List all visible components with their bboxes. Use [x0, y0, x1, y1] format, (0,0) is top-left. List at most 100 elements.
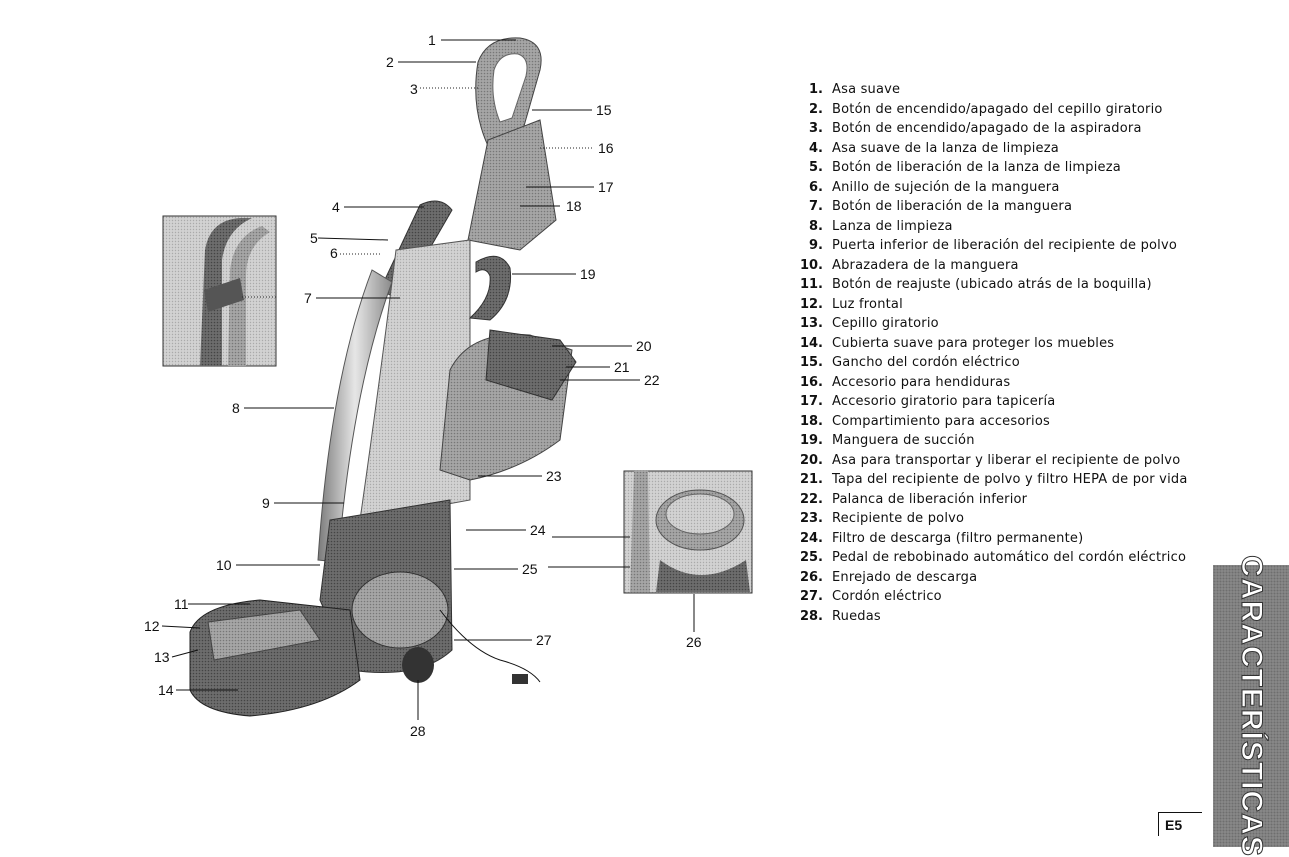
- part-number: 15.: [799, 355, 823, 370]
- part-number: 8.: [809, 218, 823, 234]
- list-item: 19.Manguera de succión: [795, 431, 1205, 451]
- callout-18: 18: [566, 198, 582, 214]
- part-number: 11.: [799, 277, 823, 292]
- list-item: 26.Enrejado de descarga: [795, 568, 1205, 588]
- part-number: 22.: [799, 491, 823, 507]
- part-label: Filtro de descarga (filtro permanente): [832, 530, 1084, 546]
- part-label: Lanza de limpieza: [832, 218, 953, 234]
- part-number: 2.: [809, 101, 823, 117]
- part-label: Compartimiento para accesorios: [832, 413, 1050, 429]
- callout-23: 23: [546, 468, 562, 484]
- part-number: 10.: [799, 257, 823, 273]
- callout-8: 8: [232, 400, 240, 416]
- part-label: Accesorio giratorio para tapicería: [832, 394, 1056, 409]
- list-item: 23.Recipiente de polvo: [795, 509, 1205, 529]
- callout-11: 11: [174, 596, 189, 612]
- list-item: 1. Asa suave: [795, 80, 1205, 100]
- callout-15: 15: [596, 102, 612, 118]
- leader-lines: [161, 39, 695, 720]
- part-number: 17.: [799, 394, 823, 409]
- list-item: 21. Tapa del recipiente de polvo y filtro…: [795, 470, 1205, 490]
- list-item: 2.Botón de encendido/apagado del cepillo…: [795, 100, 1205, 120]
- part-number: 3.: [809, 121, 823, 136]
- list-item: 12. Luz frontal: [795, 295, 1205, 315]
- part-label: Botón de encendido/apagado de la aspirad…: [832, 121, 1142, 136]
- callout-12: 12: [144, 618, 160, 634]
- vacuum-illustration: [189, 37, 577, 717]
- list-item: 3. Botón de encendido/apagado de la aspir…: [795, 119, 1205, 139]
- part-number: 23.: [799, 511, 823, 526]
- callout-13: 13: [154, 649, 170, 665]
- list-item: 11. Botón de reajuste (ubicado atrás de l…: [795, 275, 1205, 295]
- callout-26: 26: [686, 634, 702, 650]
- part-label: Asa suave de la lanza de limpieza: [832, 140, 1059, 156]
- section-tab: CARACTERÍSTICAS: [1213, 555, 1289, 857]
- callout-10: 10: [216, 557, 232, 573]
- vacuum-diagram: 1 2 3 4 5 6 7 8 9 10 11 12 13 14 15 16 1…: [144, 32, 753, 739]
- part-label: Palanca de liberación inferior: [832, 491, 1028, 507]
- callout-25: 25: [522, 561, 538, 577]
- part-label: Luz frontal: [832, 296, 903, 312]
- callout-20: 20: [636, 338, 652, 354]
- part-label: Cubierta suave para proteger los muebles: [832, 335, 1115, 351]
- part-label: Asa suave: [832, 82, 901, 97]
- part-label: Manguera de succión: [832, 433, 975, 448]
- part-label: Accesorio para hendiduras: [832, 374, 1011, 390]
- callout-2: 2: [386, 54, 394, 70]
- part-label: Botón de liberación de la lanza de limpi…: [832, 160, 1121, 175]
- part-number: 12.: [799, 296, 823, 312]
- callout-7: 7: [304, 290, 312, 306]
- list-item: 28.Ruedas: [795, 607, 1205, 627]
- callout-22: 22: [644, 372, 660, 388]
- page-number: E5: [1158, 812, 1202, 836]
- list-item: 22. Palanca de liberación inferior: [795, 490, 1205, 510]
- list-item: 7.Botón de liberación de la manguera: [795, 197, 1205, 217]
- callout-17: 17: [598, 179, 614, 195]
- part-label: Abrazadera de la manguera: [832, 257, 1019, 273]
- part-label: Cepillo giratorio: [832, 316, 939, 331]
- callout-3: 3: [410, 81, 418, 97]
- list-item: 16.Accesorio para hendiduras: [795, 373, 1205, 393]
- part-number: 27.: [799, 589, 823, 604]
- part-label: Asa para transportar y liberar el recipi…: [832, 452, 1181, 468]
- part-number: 21.: [799, 472, 823, 487]
- part-number: 25.: [799, 550, 823, 565]
- list-item: 14. Cubierta suave para proteger los mueb…: [795, 334, 1205, 354]
- part-number: 5.: [809, 160, 823, 175]
- inset-exhaust-grill: [623, 470, 753, 594]
- part-label: Puerta inferior de liberación del recipi…: [832, 238, 1178, 253]
- list-item: 25. Pedal de rebobinado automático del co…: [795, 548, 1205, 568]
- part-label: Pedal de rebobinado automático del cordó…: [832, 550, 1187, 565]
- callout-numbers: 1 2 3 4 5 6 7 8 9 10 11 12 13 14 15 16 1…: [144, 32, 702, 739]
- callout-27: 27: [536, 632, 552, 648]
- callout-16: 16: [598, 140, 614, 156]
- list-item: 8. Lanza de limpieza: [795, 217, 1205, 237]
- part-number: 4.: [809, 140, 823, 156]
- part-label: Gancho del cordón eléctrico: [832, 355, 1020, 370]
- callout-24: 24: [530, 522, 546, 538]
- part-number: 14.: [799, 335, 823, 351]
- list-item: 13.Cepillo giratorio: [795, 314, 1205, 334]
- parts-list: 1.Asa suave 2.Botón de encendido/apagado…: [795, 80, 1205, 626]
- callout-21: 21: [614, 359, 630, 375]
- callout-19: 19: [580, 266, 596, 282]
- callout-9: 9: [262, 495, 270, 511]
- list-item: 24.Filtro de descarga (filtro permanente…: [795, 529, 1205, 549]
- part-label: Tapa del recipiente de polvo y filtro HE…: [832, 472, 1188, 487]
- callout-28: 28: [410, 723, 426, 739]
- part-number: 1.: [809, 82, 823, 97]
- part-number: 6.: [809, 179, 823, 195]
- section-label: CARACTERÍSTICAS: [1235, 555, 1269, 857]
- list-item: 17. Accesorio giratorio para tapicería: [795, 392, 1205, 412]
- part-label: Cordón eléctrico: [832, 589, 942, 604]
- part-label: Botón de reajuste (ubicado atrás de la b…: [832, 277, 1152, 292]
- callout-6: 6: [330, 245, 338, 261]
- list-item: 20.Asa para transportar y liberar el rec…: [795, 451, 1205, 471]
- inset-hose-release: [162, 215, 277, 367]
- list-item: 5. Botón de liberación de la lanza de lim…: [795, 158, 1205, 178]
- part-label: Botón de liberación de la manguera: [832, 199, 1073, 214]
- callout-14: 14: [158, 682, 174, 698]
- list-item: 9.Puerta inferior de liberación del reci…: [795, 236, 1205, 256]
- part-number: 26.: [799, 569, 823, 585]
- list-item: 27. Cordón eléctrico: [795, 587, 1205, 607]
